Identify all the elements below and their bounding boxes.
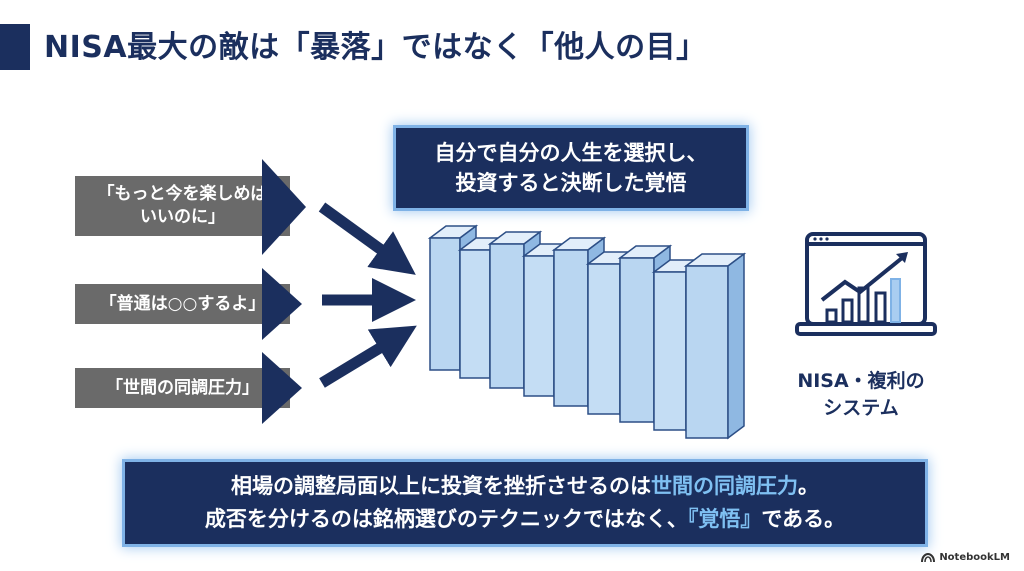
page-title: NISA最大の敵は「暴落」ではなく「他人の目」 (44, 30, 707, 65)
system-label-line1: NISA・複利の (797, 370, 925, 392)
conclusion-line2-end: である。 (761, 507, 846, 531)
defense-wall-icon (427, 224, 747, 440)
system-label-line2: システム (823, 396, 899, 419)
conclusion-line2: 成否を分けるのは銘柄選びのテクニックではなく、『覚悟』である。 (205, 503, 845, 536)
conclusion-line2-text: 成否を分けるのは銘柄選びのテクニックではなく、 (204, 507, 688, 531)
resolve-line2: 投資すると決断した覚悟 (455, 171, 687, 195)
brand-label: NotebookLM (939, 552, 1010, 563)
conclusion-line1-highlight: 世間の同調圧力 (651, 474, 798, 499)
chevron-arrow-3-icon (262, 352, 302, 424)
brand-watermark: NotebookLM (921, 552, 1010, 563)
chevron-arrow-2-icon (262, 268, 302, 340)
pressure-3-label: 「世間の同調圧力」 (106, 377, 259, 398)
pressure-box-2: 「普通は○○するよ」 (75, 284, 290, 324)
conclusion-line1-text: 相場の調整局面以上に投資を挫折させるのは (231, 474, 651, 499)
resolve-line1: 自分で自分の人生を選択し、 (434, 140, 708, 165)
chevron-arrow-1-icon (262, 159, 306, 255)
conclusion-line1: 相場の調整局面以上に投資を挫折させるのは世間の同調圧力。 (231, 470, 819, 503)
growth-chart-monitor-icon (795, 232, 937, 336)
notebooklm-logo-icon (921, 552, 936, 562)
pressure-box-1: 「もっと今を楽しめば いいのに」 (75, 176, 290, 236)
conclusion-box: 相場の調整局面以上に投資を挫折させるのは世間の同調圧力。 成否を分けるのは銘柄選… (125, 462, 925, 544)
pressure-1-line2: いいのに」 (140, 207, 225, 227)
pressure-box-3: 「世間の同調圧力」 (75, 368, 290, 408)
conclusion-line2-highlight: 『覚悟』 (687, 507, 762, 531)
arrow-to-wall-3-icon (319, 325, 417, 388)
resolve-box: 自分で自分の人生を選択し、 投資すると決断した覚悟 (396, 128, 746, 208)
title-accent-bar (0, 24, 30, 70)
pressure-2-label: 「普通は○○するよ」 (99, 293, 266, 314)
system-label: NISA・複利の システム (786, 368, 936, 421)
arrow-to-wall-1-icon (318, 202, 416, 275)
pressure-1-line1: 「もっと今を楽しめば (97, 184, 268, 205)
conclusion-line1-end: 。 (798, 474, 819, 499)
